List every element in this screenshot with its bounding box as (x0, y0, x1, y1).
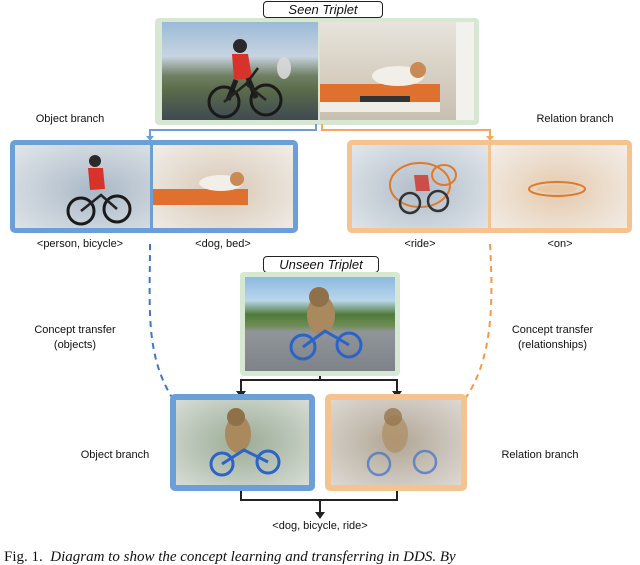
concept-transfer-objects: Concept transfer (objects) (20, 323, 130, 353)
concept-transfer-relationships-line2: (relationships) (517, 339, 588, 351)
relation-ride-figure (389, 162, 457, 215)
relation-on-figure (528, 181, 586, 197)
pair-label-person-bicycle: <person, bicycle> (36, 238, 124, 250)
pair-label-dog-bed: <dog, bed> (195, 238, 251, 250)
cyclist-figure (207, 39, 291, 119)
relation-on-photo (491, 145, 627, 228)
unseen-triplet-title: Unseen Triplet (263, 256, 379, 273)
seen-triplet-title: Seen Triplet (263, 1, 383, 18)
dog-bicycle-figure (289, 287, 363, 361)
result-triplet: <dog, bicycle, ride> (272, 520, 368, 532)
object-cyclist-photo (15, 145, 150, 228)
object-dog-bed-photo (153, 145, 293, 228)
dog-bed-photo (320, 22, 474, 120)
concept-transfer-objects-line1: Concept transfer (34, 324, 116, 336)
object-cyclist-figure (66, 155, 132, 226)
relation-dog-bicycle-figure (366, 408, 438, 477)
concept-transfer-relationships: Concept transfer (relationships) (495, 323, 610, 353)
relation-dog-bicycle-photo (331, 400, 461, 485)
relation-branch-label-bottom: Relation branch (501, 449, 579, 461)
dog-bed-figure (320, 22, 474, 120)
pair-label-on: <on> (547, 238, 573, 250)
figure-caption: Fig. 1. Diagram to show the concept lear… (0, 549, 640, 565)
concept-transfer-objects-line2: (objects) (53, 339, 97, 351)
dog-bicycle-photo (245, 277, 395, 371)
object-branch-label-bottom: Object branch (80, 449, 150, 461)
pair-label-ride: <ride> (404, 238, 436, 250)
cyclist-photo (162, 22, 318, 120)
relation-ride-photo (352, 145, 488, 228)
object-dog-bicycle-photo (176, 400, 309, 485)
caption-text: Diagram to show the concept learning and… (50, 549, 456, 565)
object-dog-bicycle-figure (209, 408, 281, 477)
relation-branch-label-top: Relation branch (536, 113, 614, 125)
object-dog-bed-figure (153, 172, 248, 205)
object-branch-label-top: Object branch (35, 113, 105, 125)
concept-transfer-relationships-line1: Concept transfer (511, 324, 594, 336)
caption-prefix: Fig. 1. (4, 549, 43, 565)
